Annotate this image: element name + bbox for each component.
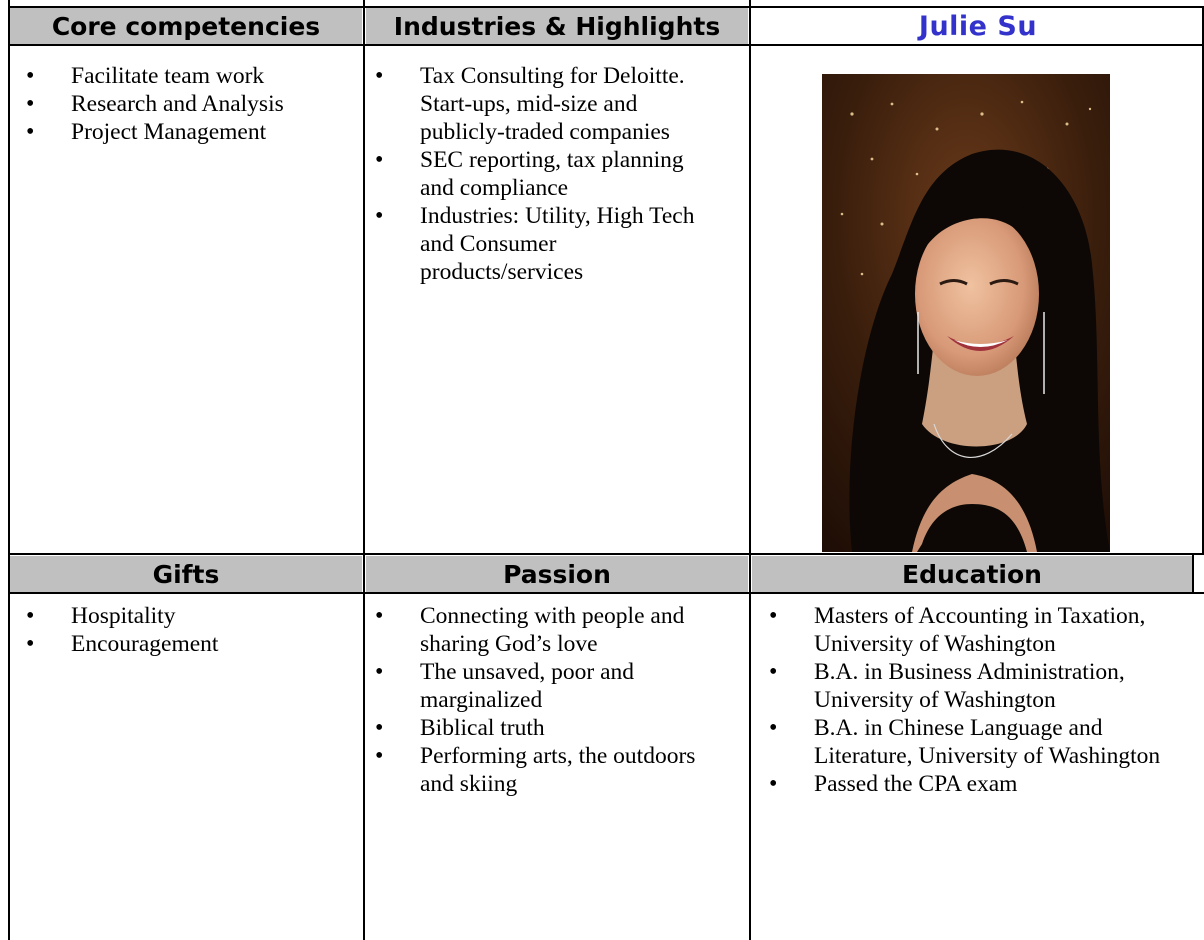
list-item: The unsaved, poor and marginalized [373,658,713,714]
header-gifts: Gifts [10,556,362,592]
header-education: Education [752,556,1192,592]
list-item: Research and Analysis [24,90,354,118]
header-divider-2 [8,592,1204,594]
header-divider-1 [8,44,1204,46]
list-item: SEC reporting, tax planning and complian… [373,146,713,202]
list-item: Project Management [24,118,354,146]
list-item: Hospitality [24,602,354,630]
table-border-top [8,6,1204,8]
education-list: Masters of Accounting in Taxation, Unive… [767,602,1177,798]
column-border-left [8,0,10,940]
header-core-competencies: Core competencies [10,8,362,44]
profile-photo-graphic [822,74,1110,552]
list-item: Facilitate team work [24,62,354,90]
list-item: Encouragement [24,630,354,658]
industries-highlights-list: Tax Consulting for Deloitte. Start-ups, … [373,62,713,286]
core-competencies-list: Facilitate team work Research and Analys… [24,62,354,146]
list-item: B.A. in Chinese Language and Literature,… [767,714,1177,770]
list-item: Masters of Accounting in Taxation, Unive… [767,602,1177,658]
passion-list: Connecting with people and sharing God’s… [373,602,713,798]
gifts-list: Hospitality Encouragement [24,602,354,658]
list-item: Tax Consulting for Deloitte. Start-ups, … [373,62,713,146]
column-divider-1 [363,0,365,940]
list-item: B.A. in Business Administration, Univers… [767,658,1177,714]
header-passion: Passion [366,556,748,592]
list-item: Passed the CPA exam [767,770,1177,798]
profile-name: Julie Su [752,8,1204,44]
list-item: Performing arts, the outdoors and skiing [373,742,713,798]
column-border-right-top [1202,6,1204,554]
list-item: Connecting with people and sharing God’s… [373,602,713,658]
column-divider-2 [749,0,751,940]
list-item: Industries: Utility, High Tech and Consu… [373,202,713,286]
header-industries-highlights: Industries & Highlights [366,8,748,44]
list-item: Biblical truth [373,714,713,742]
column-border-right-bottom [1192,553,1194,593]
row-divider [8,553,1204,555]
profile-photo [822,74,1110,552]
